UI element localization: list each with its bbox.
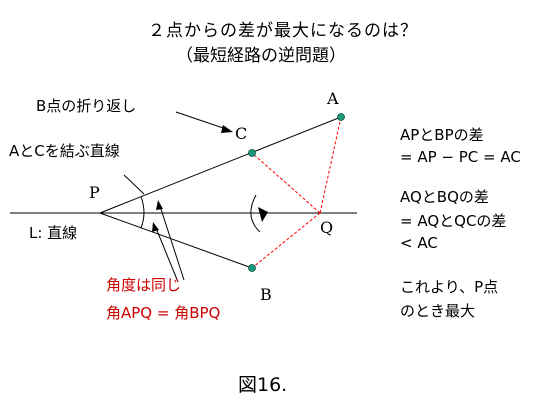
label-point-p: P: [89, 183, 100, 202]
arrow-note-lower-head: [152, 222, 159, 232]
point-b-marker: [248, 264, 256, 272]
panel-aq-bq-equation-2: < AC: [400, 234, 438, 252]
arrow-ac-line: [123, 174, 145, 195]
dashed-line-qb: [251, 212, 321, 269]
label-fold-b: B点の折り返し: [36, 97, 137, 115]
line-pa: [99, 116, 342, 214]
panel-conclusion-1: これより、P点: [400, 278, 499, 296]
panel-ap-bp-title: APとBPの差: [400, 126, 484, 144]
reflection-arc-arrowhead: [258, 207, 268, 222]
label-point-b: B: [260, 285, 272, 304]
label-point-c: C: [235, 124, 248, 143]
panel-ap-bp-equation: = AP − PC = AC: [400, 148, 521, 166]
panel-conclusion-2: のとき最大: [400, 302, 476, 320]
line-pb: [99, 212, 253, 269]
arrow-fold-line: [175, 111, 227, 130]
title-line-2: （最短経路の逆問題）: [176, 46, 346, 66]
panel-aq-bq-title: AQとBQの差: [400, 188, 489, 206]
arrow-note-upper-head: [156, 200, 163, 210]
panel-aq-bq-equation-1: = AQとQCの差: [400, 212, 507, 230]
angle-arc-upper: [140, 196, 145, 214]
title-line-1: ２点からの差が最大になるのは？: [148, 21, 418, 41]
point-a-marker: [337, 113, 345, 121]
label-line-ac: AとCを結ぶ直線: [9, 142, 120, 160]
dashed-line-aq: [319, 116, 342, 214]
label-point-a: A: [327, 89, 339, 108]
label-point-q: Q: [320, 218, 334, 237]
arrow-note-lower: [155, 227, 179, 283]
dashed-line-qc: [251, 152, 321, 214]
reflection-arc: [250, 194, 261, 233]
arrow-note-upper: [159, 205, 185, 281]
angle-note-line-1: 角度は同じ: [106, 276, 182, 294]
angle-note-line-2: 角APQ = 角BPQ: [106, 304, 221, 322]
label-line-l: L: 直線: [29, 224, 78, 242]
angle-arc-lower: [140, 212, 145, 229]
arrow-fold-head: [221, 125, 233, 133]
figure-caption: 図16.: [238, 374, 288, 396]
point-c-marker: [248, 149, 256, 157]
